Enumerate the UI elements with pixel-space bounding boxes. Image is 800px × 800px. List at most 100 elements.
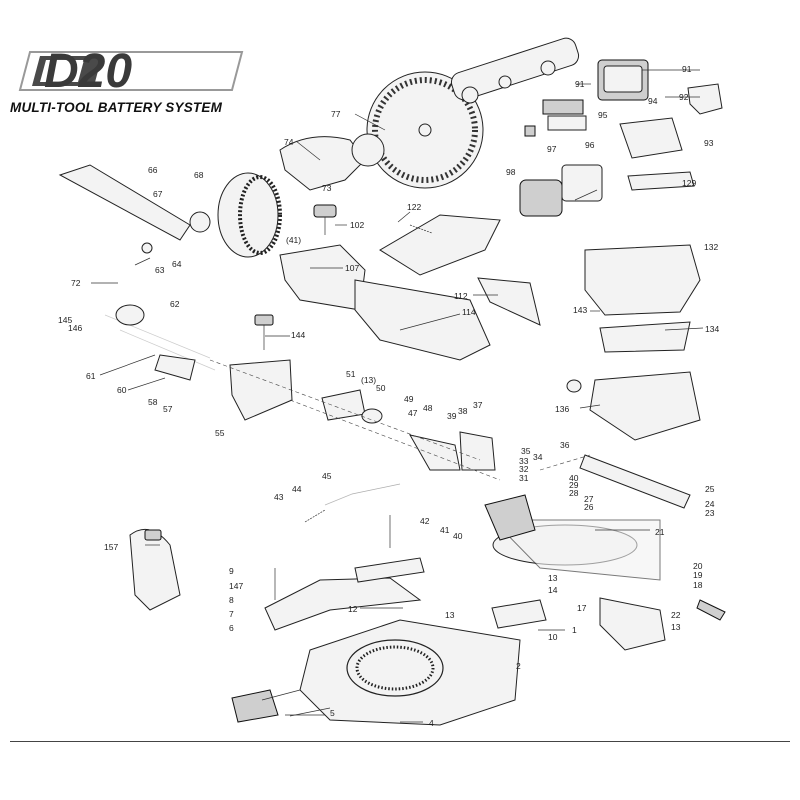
extension-block bbox=[231, 689, 279, 723]
callout-label: 122 bbox=[407, 202, 421, 212]
guard-pulley bbox=[351, 133, 385, 167]
callout-label: 143 bbox=[573, 305, 587, 315]
miter-handle bbox=[696, 599, 726, 621]
guard-arm bbox=[58, 164, 191, 241]
saw-blade bbox=[366, 71, 484, 189]
callout-label: 20 bbox=[693, 561, 703, 571]
callout-label: 60 bbox=[117, 385, 127, 395]
miter-scale bbox=[264, 577, 422, 631]
gear-housing bbox=[217, 172, 282, 258]
callout-label: 74 bbox=[284, 137, 294, 147]
callout-label: 13 bbox=[445, 610, 455, 620]
callout-label: 26 bbox=[584, 502, 594, 512]
motor bbox=[519, 164, 603, 217]
callout-label: 58 bbox=[148, 397, 158, 407]
grommet bbox=[566, 379, 582, 393]
callout-label: 22 bbox=[671, 610, 681, 620]
callout-label: 102 bbox=[350, 220, 364, 230]
housing-plate bbox=[599, 321, 691, 353]
pivot-bushing bbox=[324, 493, 353, 506]
logo-subtitle: MULTI-TOOL BATTERY SYSTEM bbox=[10, 100, 223, 115]
base bbox=[299, 619, 521, 726]
logo-d20-text: D20 bbox=[44, 47, 132, 95]
callout-label: 107 bbox=[345, 263, 359, 273]
spring bbox=[409, 224, 433, 234]
assembly-line bbox=[209, 359, 481, 461]
callout-label: 12 bbox=[348, 604, 358, 614]
callout-label: 62 bbox=[170, 299, 180, 309]
lower-guard bbox=[354, 279, 491, 361]
callout-label: 7 bbox=[229, 609, 234, 619]
battery-holder bbox=[687, 83, 723, 115]
callout-label: 93 bbox=[704, 138, 714, 148]
callout-label: 50 bbox=[376, 383, 386, 393]
callout-label: 57 bbox=[163, 404, 173, 414]
callout-label: 40 bbox=[453, 531, 463, 541]
callout-label: 144 bbox=[291, 330, 305, 340]
d20-logo-mark bbox=[18, 51, 244, 91]
rail-bracket bbox=[154, 354, 196, 381]
callout-label: 91 bbox=[682, 64, 692, 74]
callout-label: 21 bbox=[655, 527, 665, 537]
pivot-spring bbox=[304, 509, 326, 523]
callout-label: 67 bbox=[153, 189, 163, 199]
callout-label: 25 bbox=[705, 484, 715, 494]
callout-label: 96 bbox=[585, 140, 595, 150]
callout-label: 18 bbox=[693, 580, 703, 590]
washer bbox=[189, 211, 211, 233]
callout-label: 39 bbox=[447, 411, 457, 421]
switch-contact bbox=[524, 125, 536, 137]
callout-label: 94 bbox=[648, 96, 658, 106]
rail-housing bbox=[229, 359, 293, 421]
callout-label: 66 bbox=[148, 165, 158, 175]
callout-label: 97 bbox=[547, 144, 557, 154]
callout-label: 147 bbox=[229, 581, 243, 591]
callout-label: 145 bbox=[58, 315, 72, 325]
lock-knob bbox=[313, 204, 337, 218]
rail-lower bbox=[119, 329, 216, 371]
callout-labels: 1 2 4 5 6 7 8 9 10 12 13 13 13 (13) 14 1… bbox=[58, 64, 719, 728]
logo-text: D20 bbox=[30, 45, 240, 98]
callout-label: 68 bbox=[194, 170, 204, 180]
callout-label: 24 bbox=[705, 499, 715, 509]
bevel-knob bbox=[254, 314, 274, 326]
callout-label: 146 bbox=[68, 323, 82, 333]
turntable bbox=[484, 494, 661, 581]
motor-shaft-assembly bbox=[450, 37, 580, 104]
callout-label: 6 bbox=[229, 623, 234, 633]
callout-label: 29 bbox=[569, 480, 579, 490]
pivot-shaft bbox=[351, 483, 401, 495]
callout-label: 92 bbox=[679, 92, 689, 102]
callout-label: 13 bbox=[671, 622, 681, 632]
callout-label: 14 bbox=[548, 585, 558, 595]
cover-plate bbox=[379, 214, 501, 276]
callout-label: 28 bbox=[569, 488, 579, 498]
terminal-plate bbox=[627, 171, 695, 191]
lower-housing bbox=[589, 371, 701, 441]
callout-label: 132 bbox=[704, 242, 718, 252]
callout-label: 157 bbox=[104, 542, 118, 552]
callout-label: 31 bbox=[519, 473, 529, 483]
callout-label: 114 bbox=[462, 307, 476, 317]
callout-label: 44 bbox=[292, 484, 302, 494]
footer-rule bbox=[10, 741, 790, 742]
callout-label: 8 bbox=[229, 595, 234, 605]
callout-label: 134 bbox=[705, 324, 719, 334]
callout-label: 136 bbox=[555, 404, 569, 414]
miter-lock-plate bbox=[599, 597, 666, 651]
switch-module bbox=[547, 115, 587, 131]
battery-cover bbox=[619, 117, 683, 159]
leader-lines bbox=[91, 69, 704, 723]
dust-flap bbox=[477, 277, 541, 326]
callout-label: 49 bbox=[404, 394, 414, 404]
rail-clamp bbox=[115, 304, 145, 326]
callout-label: 43 bbox=[274, 492, 284, 502]
callout-label: 45 bbox=[322, 471, 332, 481]
callout-label: 42 bbox=[420, 516, 430, 526]
callout-label: 77 bbox=[331, 109, 341, 119]
battery-pack bbox=[597, 59, 649, 101]
assembly-line bbox=[289, 399, 501, 481]
callout-label: 73 bbox=[322, 183, 332, 193]
callout-label: 38 bbox=[458, 406, 468, 416]
callout-label: 19 bbox=[693, 570, 703, 580]
